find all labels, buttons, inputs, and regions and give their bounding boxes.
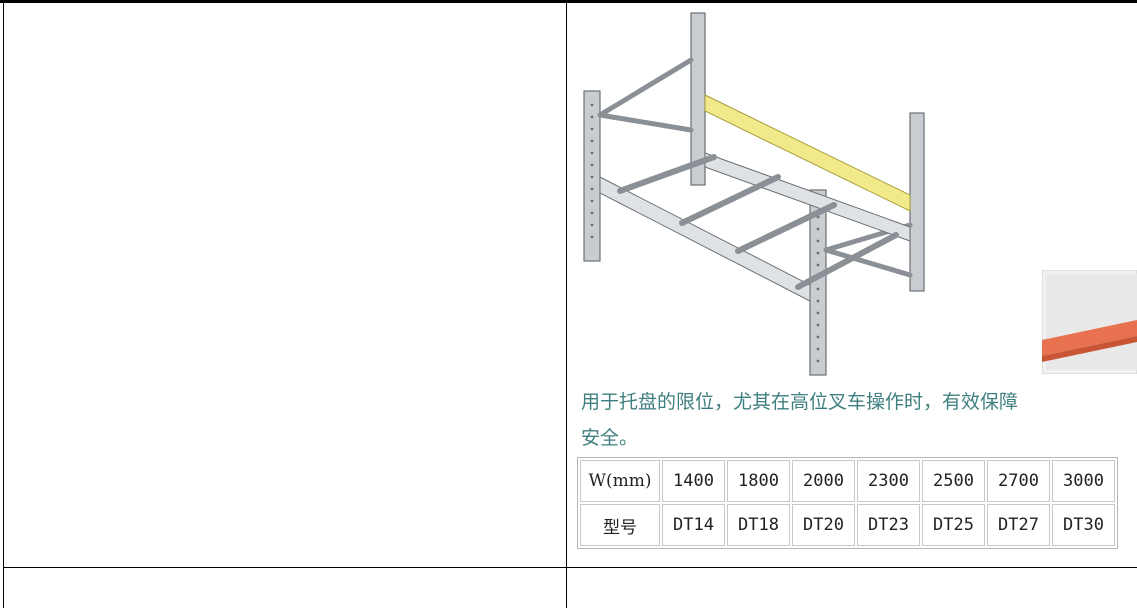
table-cell: 1400 [662,460,725,502]
table-cell: 2700 [987,460,1050,502]
beam-detail-image [1042,270,1137,374]
description-line-1: 用于托盘的限位，尤其在高位叉车操作时，有效保障 [581,391,1019,413]
pallet-rack-image [583,12,925,376]
table-header-cell: 型号 [580,504,660,546]
table-row: W(mm) 1400 1800 2000 2300 2500 2700 3000 [580,460,1115,502]
table-cell: DT23 [857,504,920,546]
table-row: 型号 DT14 DT18 DT20 DT23 DT25 DT27 DT30 [580,504,1115,546]
table-cell: DT18 [727,504,790,546]
table-header-cell: W(mm) [580,460,660,502]
top-border [0,0,1137,3]
table-cell: 2500 [922,460,985,502]
table-cell: 2300 [857,460,920,502]
description-line-2: 安全。 [581,427,639,449]
product-description: 用于托盘的限位，尤其在高位叉车操作时，有效保障 安全。 [581,384,1137,456]
table-cell: DT20 [792,504,855,546]
table-cell: DT27 [987,504,1050,546]
row-divider [3,567,1137,568]
table-cell: 2000 [792,460,855,502]
left-column-left-border [3,3,4,608]
table-cell: 3000 [1052,460,1115,502]
table-cell: DT14 [662,504,725,546]
table-cell: DT30 [1052,504,1115,546]
column-divider [566,3,567,608]
table-cell: 1800 [727,460,790,502]
table-cell: DT25 [922,504,985,546]
spec-table: W(mm) 1400 1800 2000 2300 2500 2700 3000… [577,457,1118,549]
